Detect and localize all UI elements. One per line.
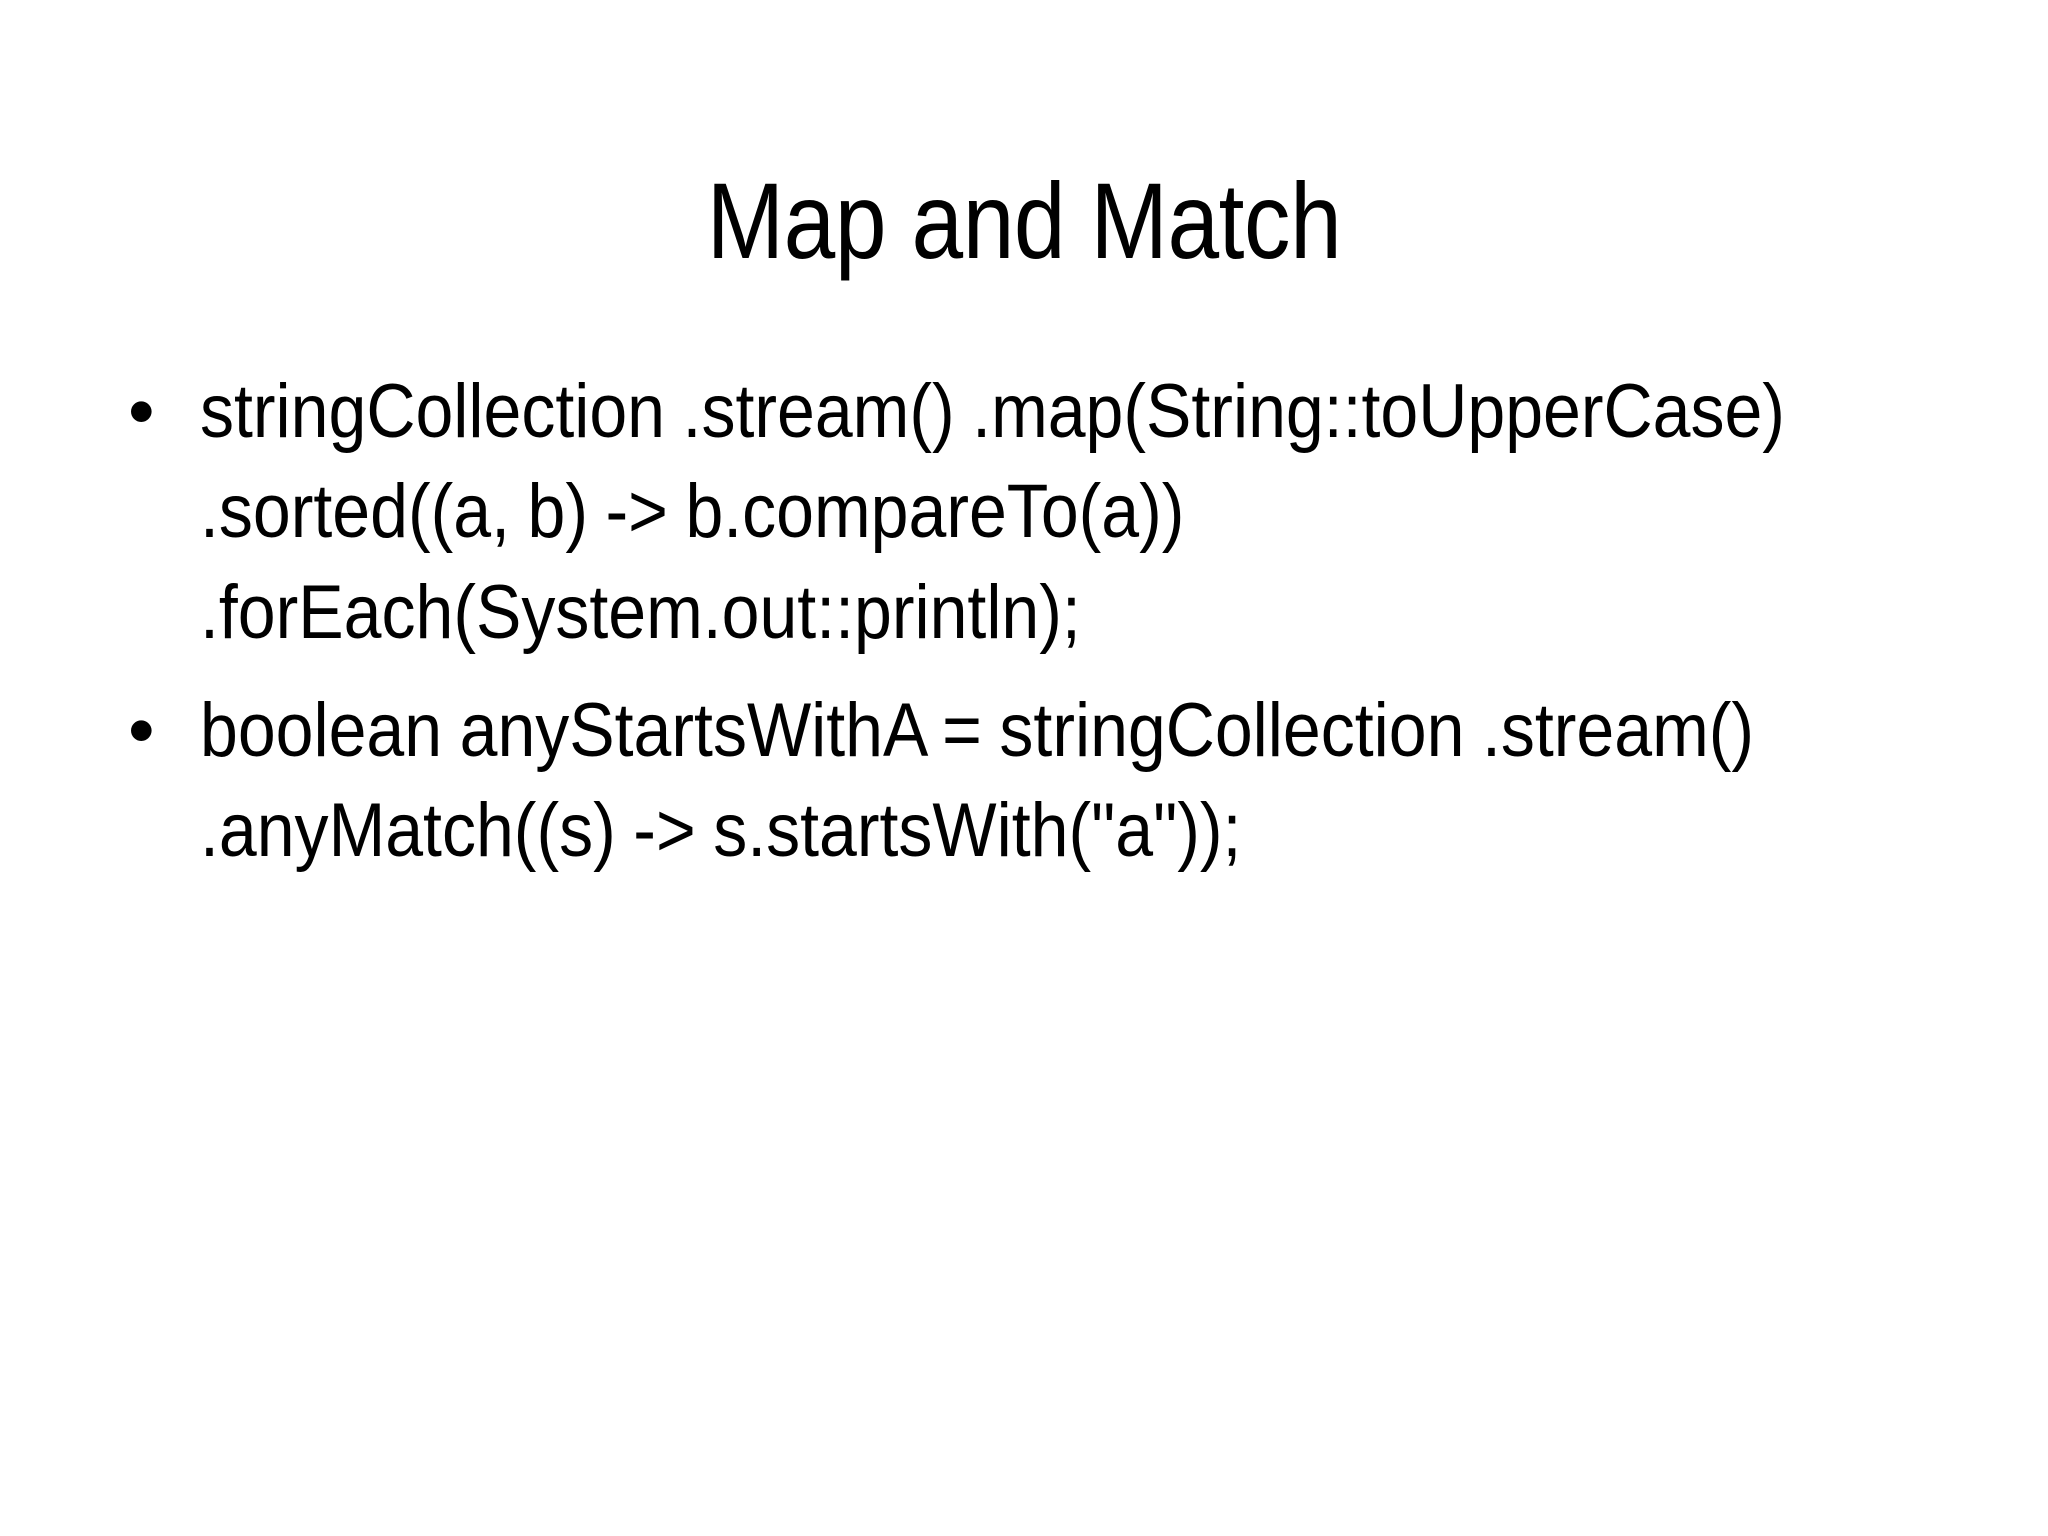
slide-body-content: • stringCollection .stream() .map(String… [118, 362, 1948, 882]
bullet-text: boolean anyStartsWithA = stringCollectio… [200, 687, 1755, 874]
list-item[interactable]: • stringCollection .stream() .map(String… [118, 362, 1948, 663]
bullet-point-icon: • [128, 369, 155, 454]
page-title: Map and Match [706, 160, 1342, 282]
bullet-text: stringCollection .stream() .map(String::… [200, 369, 1785, 655]
list-item[interactable]: • boolean anyStartsWithA = stringCollect… [118, 681, 1948, 882]
bullet-point-icon: • [128, 687, 155, 773]
